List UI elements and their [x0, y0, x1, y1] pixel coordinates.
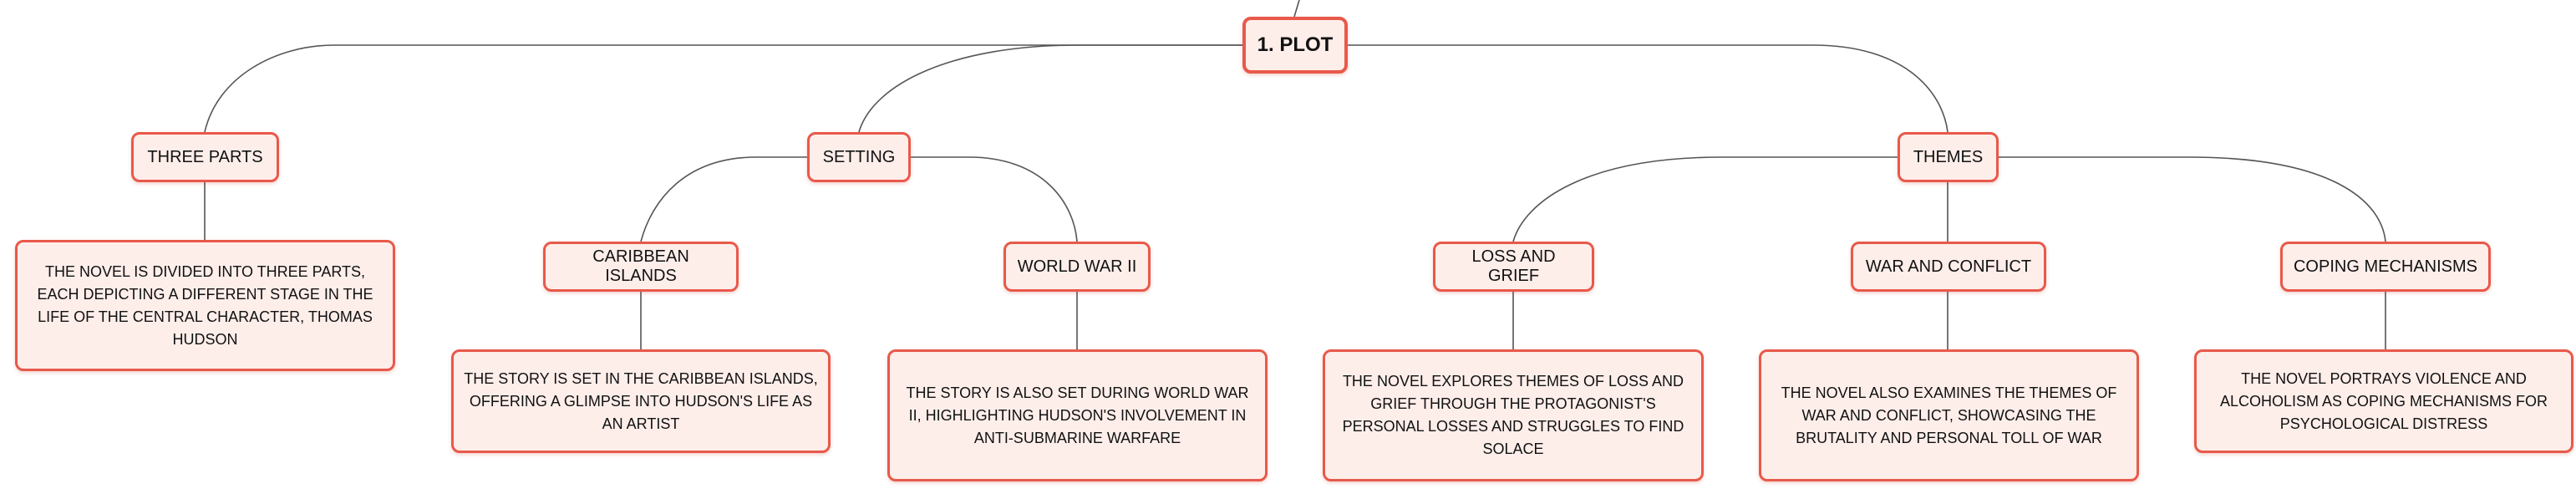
link-setting-ww2 — [909, 156, 1078, 242]
detail-coping-mechanisms[interactable]: THE NOVEL PORTRAYS VIOLENCE AND ALCOHOLI… — [2194, 349, 2573, 453]
link-themes-coping — [1997, 156, 2386, 242]
link-root-setting — [858, 44, 1245, 133]
link-root-stub — [1293, 0, 1300, 18]
topic-themes[interactable]: THEMES — [1898, 132, 1999, 182]
subtopic-world-war-ii[interactable]: WORLD WAR II — [1003, 242, 1151, 292]
topic-three-parts[interactable]: THREE PARTS — [131, 132, 279, 182]
detail-war-and-conflict[interactable]: THE NOVEL ALSO EXAMINES THE THEMES OF WA… — [1759, 349, 2139, 481]
subtopic-coping-mechanisms[interactable]: COPING MECHANISMS — [2280, 242, 2491, 292]
topic-setting[interactable]: SETTING — [807, 132, 911, 182]
subtopic-war-and-conflict[interactable]: WAR AND CONFLICT — [1851, 242, 2046, 292]
subtopic-caribbean-islands[interactable]: CARIBBEAN ISLANDS — [543, 242, 739, 292]
link-setting-caribbean — [640, 156, 809, 242]
link-themes-loss — [1512, 156, 1899, 242]
subtopic-loss-and-grief[interactable]: LOSS AND GRIEF — [1433, 242, 1594, 292]
detail-world-war-ii[interactable]: THE STORY IS ALSO SET DURING WORLD WAR I… — [887, 349, 1268, 481]
detail-caribbean-islands[interactable]: THE STORY IS SET IN THE CARIBBEAN ISLAND… — [451, 349, 831, 453]
root-node[interactable]: 1. PLOT — [1242, 17, 1348, 74]
detail-three-parts[interactable]: THE NOVEL IS DIVIDED INTO THREE PARTS, E… — [15, 240, 395, 371]
link-root-three-parts — [204, 44, 1245, 133]
detail-loss-and-grief[interactable]: THE NOVEL EXPLORES THEMES OF LOSS AND GR… — [1323, 349, 1704, 481]
link-root-themes — [1345, 44, 1949, 133]
